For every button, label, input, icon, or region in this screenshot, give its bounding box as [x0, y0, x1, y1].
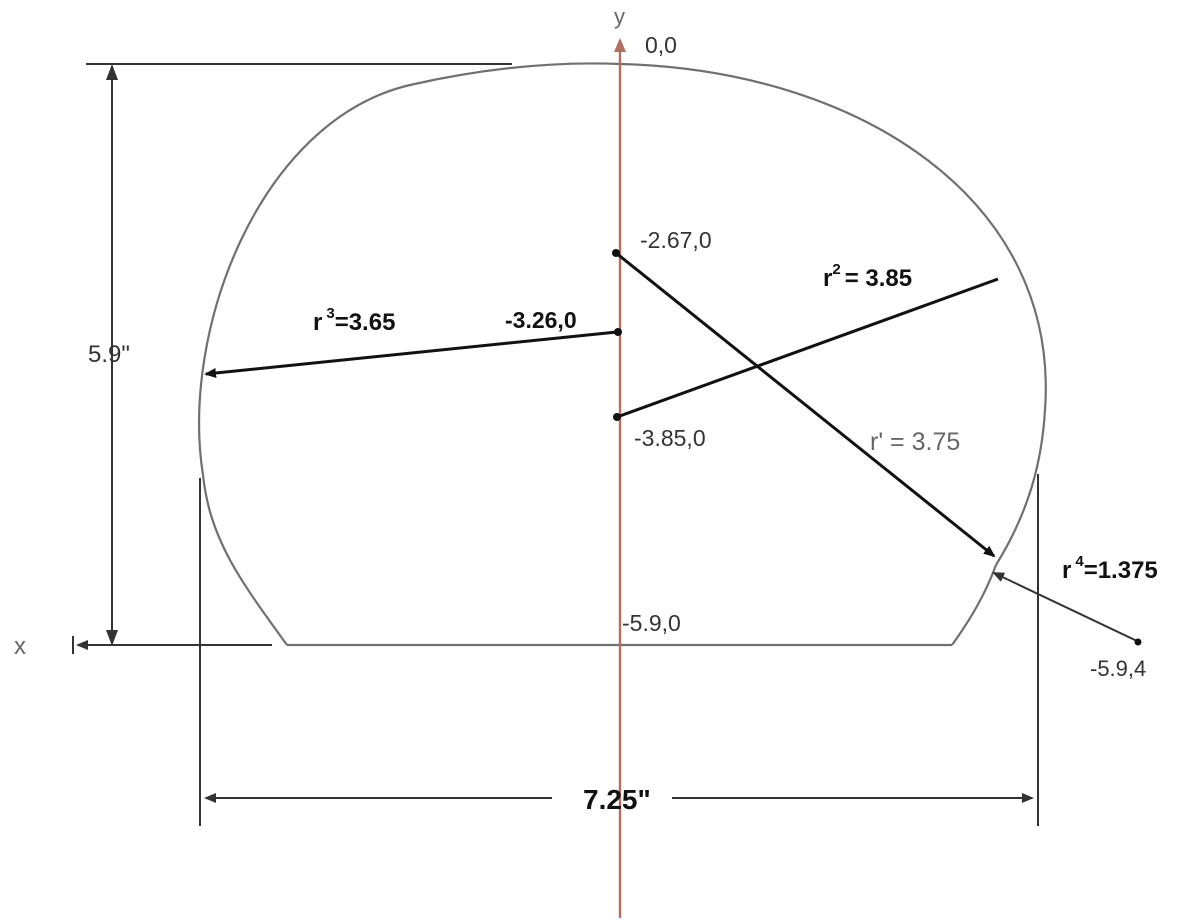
point-5904	[1134, 638, 1142, 646]
label-origin: 0,0	[645, 32, 677, 58]
label-5904: -5.9,4	[1090, 656, 1146, 681]
label-height: 5.9"	[88, 341, 130, 368]
point-267	[612, 249, 620, 257]
radius-r2-line	[616, 277, 999, 419]
height-arrow-bottom	[106, 630, 118, 646]
point-326	[614, 328, 622, 336]
label-r2-value: = 3.85	[845, 265, 912, 292]
label-r3-value: =3.65	[335, 309, 396, 336]
label-r4-sup: 4	[1075, 553, 1084, 570]
label-r2-sup: 2	[832, 261, 840, 278]
profile-lower-right	[951, 564, 998, 646]
label-r4-base: r	[1062, 557, 1071, 584]
label-r3-sup: 3	[326, 305, 334, 322]
point-385	[613, 413, 621, 421]
label-r4-value: =1.375	[1084, 557, 1158, 584]
height-arrow-top	[106, 64, 118, 80]
label-r3-base: r	[313, 309, 322, 336]
label-326: -3.26,0	[505, 307, 577, 333]
label-r1: r' = 3.75	[870, 428, 960, 456]
label-width: 7.25"	[583, 784, 651, 815]
label-267: -2.67,0	[640, 227, 712, 253]
radius-r1-line	[615, 251, 996, 558]
label-r2-base: r	[823, 265, 832, 292]
label-r2: r2 = 3.85	[823, 261, 912, 292]
y-axis-label: y	[614, 4, 625, 29]
x-axis-label: x	[14, 633, 26, 660]
profile-lower-left	[201, 474, 288, 646]
radius-r4-line	[992, 572, 1138, 642]
label-590: -5.9,0	[622, 610, 681, 636]
radius-r3-line	[204, 330, 618, 378]
label-385: -3.85,0	[634, 425, 706, 451]
